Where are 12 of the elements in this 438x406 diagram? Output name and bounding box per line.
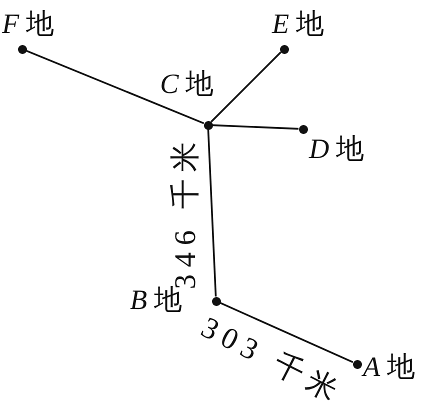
route-line	[212, 124, 299, 130]
place-label: D 地	[309, 136, 364, 164]
place-label: B 地	[130, 287, 182, 315]
distance-label: 303 千米	[196, 312, 348, 406]
route-line	[207, 129, 217, 297]
route-line	[26, 50, 204, 124]
route-line	[220, 302, 354, 363]
place-label: C 地	[160, 71, 214, 99]
place-label: A 地	[363, 354, 416, 382]
route-line	[210, 52, 282, 122]
place-label: F 地	[2, 11, 54, 39]
place-label: E 地	[272, 11, 324, 39]
